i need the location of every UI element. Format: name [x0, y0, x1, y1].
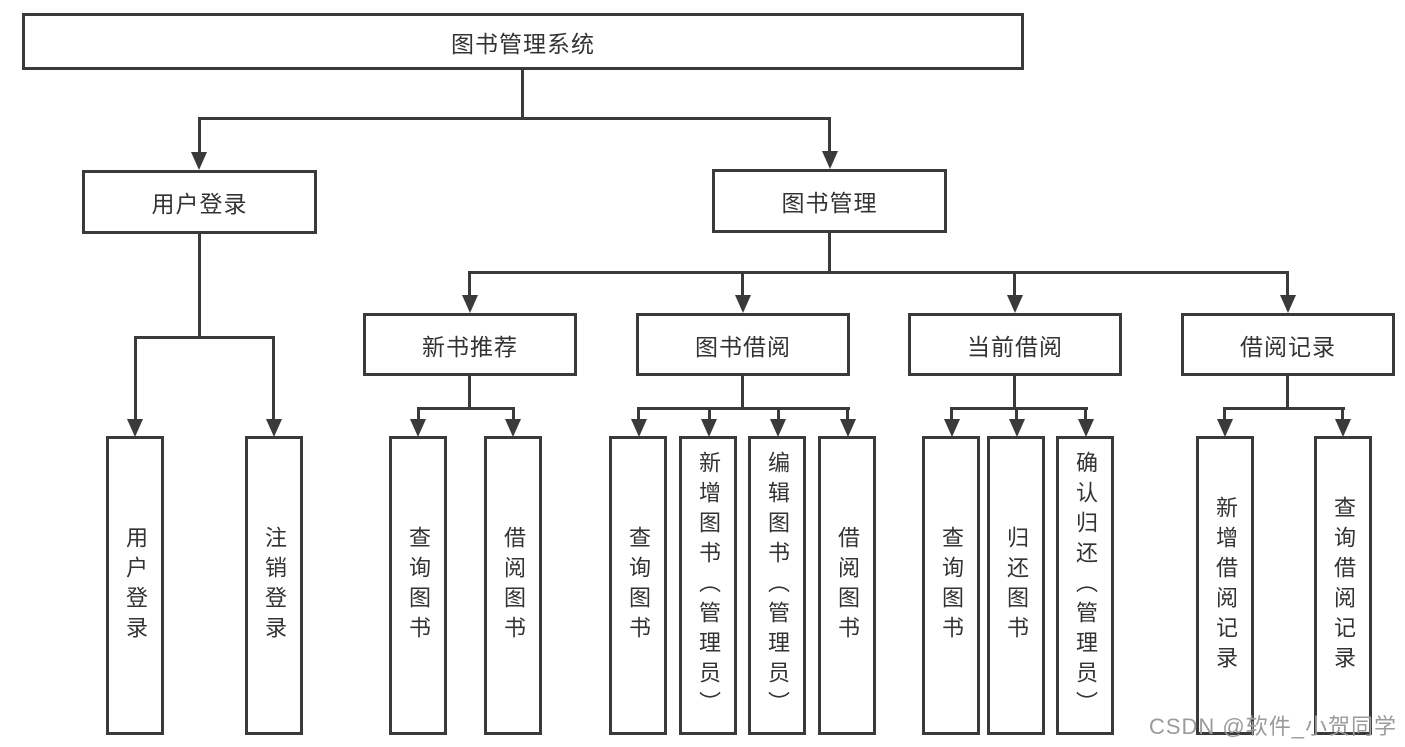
connector-line	[469, 271, 1289, 274]
leaf-confirm-return-admin: 确认归还（管理员）	[1056, 436, 1114, 735]
connector-line	[777, 407, 780, 424]
leaf-add-books-admin: 新增图书（管理员）	[679, 436, 737, 735]
arrowhead-icon	[701, 419, 717, 437]
connector-line	[1015, 407, 1018, 424]
connector-line	[950, 407, 953, 424]
node-new-book-recommendation: 新书推荐	[363, 313, 577, 376]
leaf-return-books: 归还图书	[987, 436, 1045, 735]
connector-line	[417, 407, 420, 424]
arrowhead-icon	[505, 419, 521, 437]
connector-line	[417, 407, 515, 410]
arrowhead-icon	[266, 419, 282, 437]
connector-line	[1286, 271, 1289, 298]
connector-line	[638, 407, 850, 410]
node-label: 新增图书（管理员）	[696, 450, 721, 721]
node-label: 查询借阅记录	[1331, 495, 1356, 676]
leaf-user-login: 用户登录	[106, 436, 164, 735]
connector-line	[951, 407, 1088, 410]
arrowhead-icon	[1007, 295, 1023, 313]
connector-line	[828, 117, 831, 155]
arrowhead-icon	[191, 152, 207, 170]
connector-line	[1286, 376, 1289, 410]
connector-line	[512, 407, 515, 424]
node-label: 用户登录	[151, 191, 248, 217]
leaf-query-books-borrowing: 查询图书	[609, 436, 667, 735]
node-label: 借阅记录	[1240, 333, 1336, 360]
node-label: 新增借阅记录	[1213, 495, 1238, 676]
leaf-borrow-books-borrowing: 借阅图书	[818, 436, 876, 735]
node-current-borrowing: 当前借阅	[908, 313, 1122, 376]
leaf-borrow-books-recommend: 借阅图书	[484, 436, 542, 735]
node-library-system: 图书管理系统	[22, 13, 1024, 70]
node-user-login: 用户登录	[82, 170, 317, 234]
leaf-logout-login: 注销登录	[245, 436, 303, 735]
connector-line	[198, 117, 831, 120]
connector-line	[521, 70, 524, 119]
node-label: 注销登录	[262, 525, 287, 646]
connector-line	[134, 336, 275, 339]
connector-line	[1084, 407, 1087, 424]
connector-line	[198, 234, 201, 339]
connector-line	[272, 336, 275, 424]
node-label: 新书推荐	[422, 333, 518, 360]
connector-line	[741, 376, 744, 410]
connector-line	[846, 407, 849, 424]
node-book-management: 图书管理	[712, 169, 947, 233]
watermark: CSDN @软件_小贺同学	[1148, 714, 1397, 739]
node-label: 当前借阅	[967, 333, 1063, 360]
connector-line	[1013, 376, 1016, 410]
node-label: 借阅图书	[835, 525, 860, 646]
leaf-query-books-current: 查询图书	[922, 436, 980, 735]
node-label: 图书管理	[781, 190, 878, 216]
node-label: 查询图书	[406, 525, 431, 646]
arrowhead-icon	[840, 419, 856, 437]
connector-line	[1223, 407, 1226, 424]
node-borrowing-records: 借阅记录	[1181, 313, 1395, 376]
arrowhead-icon	[1335, 419, 1351, 437]
node-label: 图书借阅	[695, 333, 791, 360]
connector-line	[134, 336, 137, 424]
connector-line	[198, 117, 201, 155]
arrowhead-icon	[735, 295, 751, 313]
node-label: 确认归还（管理员）	[1073, 450, 1098, 721]
leaf-query-borrow-record: 查询借阅记录	[1314, 436, 1372, 735]
arrowhead-icon	[1217, 419, 1233, 437]
connector-line	[1224, 407, 1345, 410]
node-book-borrowing: 图书借阅	[636, 313, 850, 376]
node-label: 借阅图书	[501, 525, 526, 646]
arrowhead-icon	[1280, 295, 1296, 313]
leaf-query-books-recommend: 查询图书	[389, 436, 447, 735]
node-label: 图书管理系统	[451, 30, 595, 57]
arrowhead-icon	[631, 419, 647, 437]
arrowhead-icon	[944, 419, 960, 437]
arrowhead-icon	[770, 419, 786, 437]
connector-line	[1013, 271, 1016, 298]
leaf-edit-books-admin: 编辑图书（管理员）	[748, 436, 806, 735]
connector-line	[828, 233, 831, 274]
connector-line	[637, 407, 640, 424]
arrowhead-icon	[1078, 419, 1094, 437]
connector-line	[468, 271, 471, 298]
arrowhead-icon	[822, 151, 838, 169]
arrowhead-icon	[1009, 419, 1025, 437]
connector-line	[1341, 407, 1344, 424]
arrowhead-icon	[462, 295, 478, 313]
leaf-add-borrow-record: 新增借阅记录	[1196, 436, 1254, 735]
node-label: 编辑图书（管理员）	[765, 450, 790, 721]
node-label: 查询图书	[626, 525, 651, 646]
connector-line	[468, 376, 471, 410]
connector-line	[708, 407, 711, 424]
connector-line	[741, 271, 744, 298]
node-label: 查询图书	[939, 525, 964, 646]
node-label: 用户登录	[123, 525, 148, 646]
node-label: 归还图书	[1004, 525, 1029, 646]
arrowhead-icon	[410, 419, 426, 437]
arrowhead-icon	[127, 419, 143, 437]
